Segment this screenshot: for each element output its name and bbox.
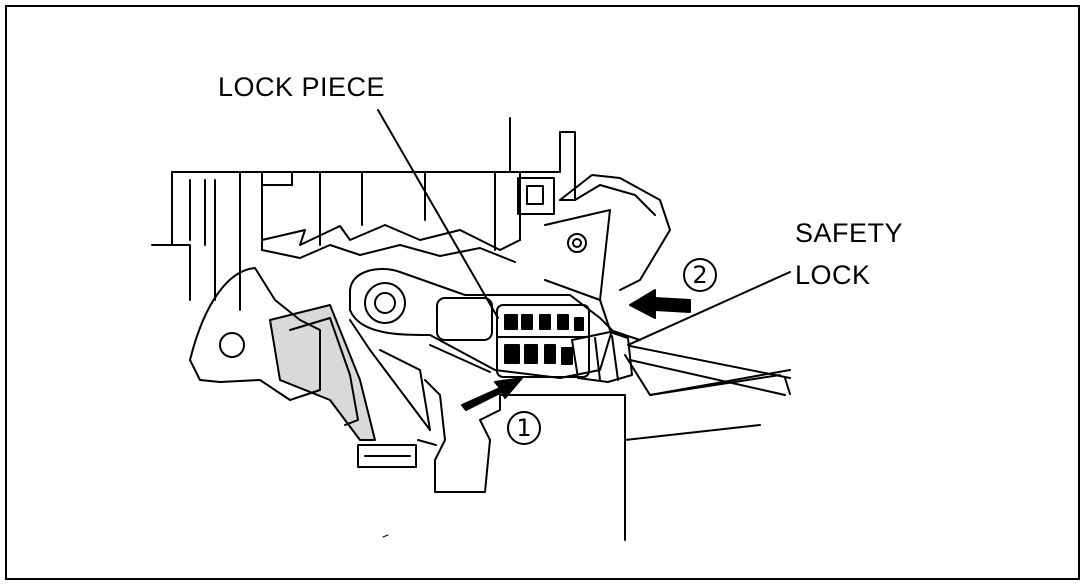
lower-bracket [357,379,761,541]
lock-piece-part [496,304,590,378]
safety-lock-part [571,331,791,396]
arrow-step-1 [461,377,523,411]
latch-plate [544,174,791,396]
upper-housing [151,117,576,311]
safety-lock-label-line2: LOCK [795,260,871,290]
step-1-number: 1 [516,414,532,442]
step-2-circle [683,258,717,292]
step-1-circle [507,411,541,445]
diagram-frame [5,5,1080,580]
safety-lock-leader-line [627,271,791,346]
stray-mark [382,534,389,538]
lock-lever [349,268,613,379]
lock-piece-label: LOCK PIECE [218,72,386,102]
safety-lock-label-line1: SAFETY [795,218,904,248]
arrow-step-2 [629,289,691,319]
left-linkage [189,267,431,441]
step-2-number: 2 [692,261,708,289]
lock-piece-leader-line [377,109,499,319]
